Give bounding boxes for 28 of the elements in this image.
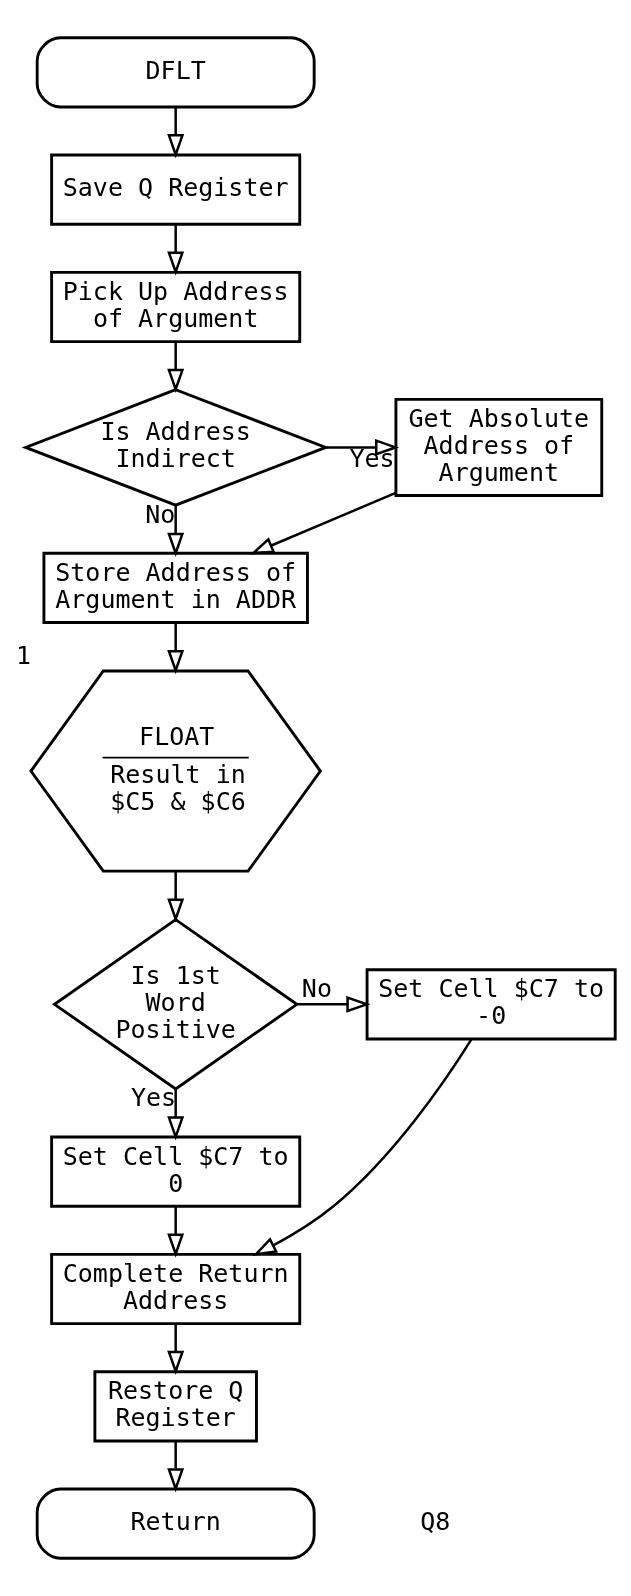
edge-label: Yes [349,444,395,474]
node-box: Restore Q Register [93,1370,258,1443]
arrow [167,505,185,557]
arrow [167,1206,185,1258]
node-box: Store Address of Argument in ADDR [42,551,309,624]
node-box: Pick Up Address of Argument [50,270,302,344]
node-label: 1 [15,640,32,670]
edge-label: No [301,974,332,1004]
node-box: Set Cell $C7 to 0 [50,1135,302,1208]
arrow [167,1441,185,1493]
arrow [167,342,185,394]
arrow [167,1089,185,1141]
arrow [167,871,185,923]
arrow [325,438,400,456]
arrow [297,995,371,1013]
arrow [252,1038,473,1256]
arrow [167,1323,185,1376]
node-box: Save Q Register [50,153,302,226]
arrow [167,107,185,159]
node-box: Set Cell $C7 to -0 [365,968,617,1041]
arrow [167,224,185,276]
node-box: Return [35,1487,316,1560]
node-box: Get Absolute Address of Argument [394,397,604,497]
node-box: DFLT [35,36,316,109]
arrow [249,491,397,555]
node-box: Complete Return Address [50,1252,302,1326]
arrow [167,622,185,675]
label: Q8 [420,1507,451,1537]
